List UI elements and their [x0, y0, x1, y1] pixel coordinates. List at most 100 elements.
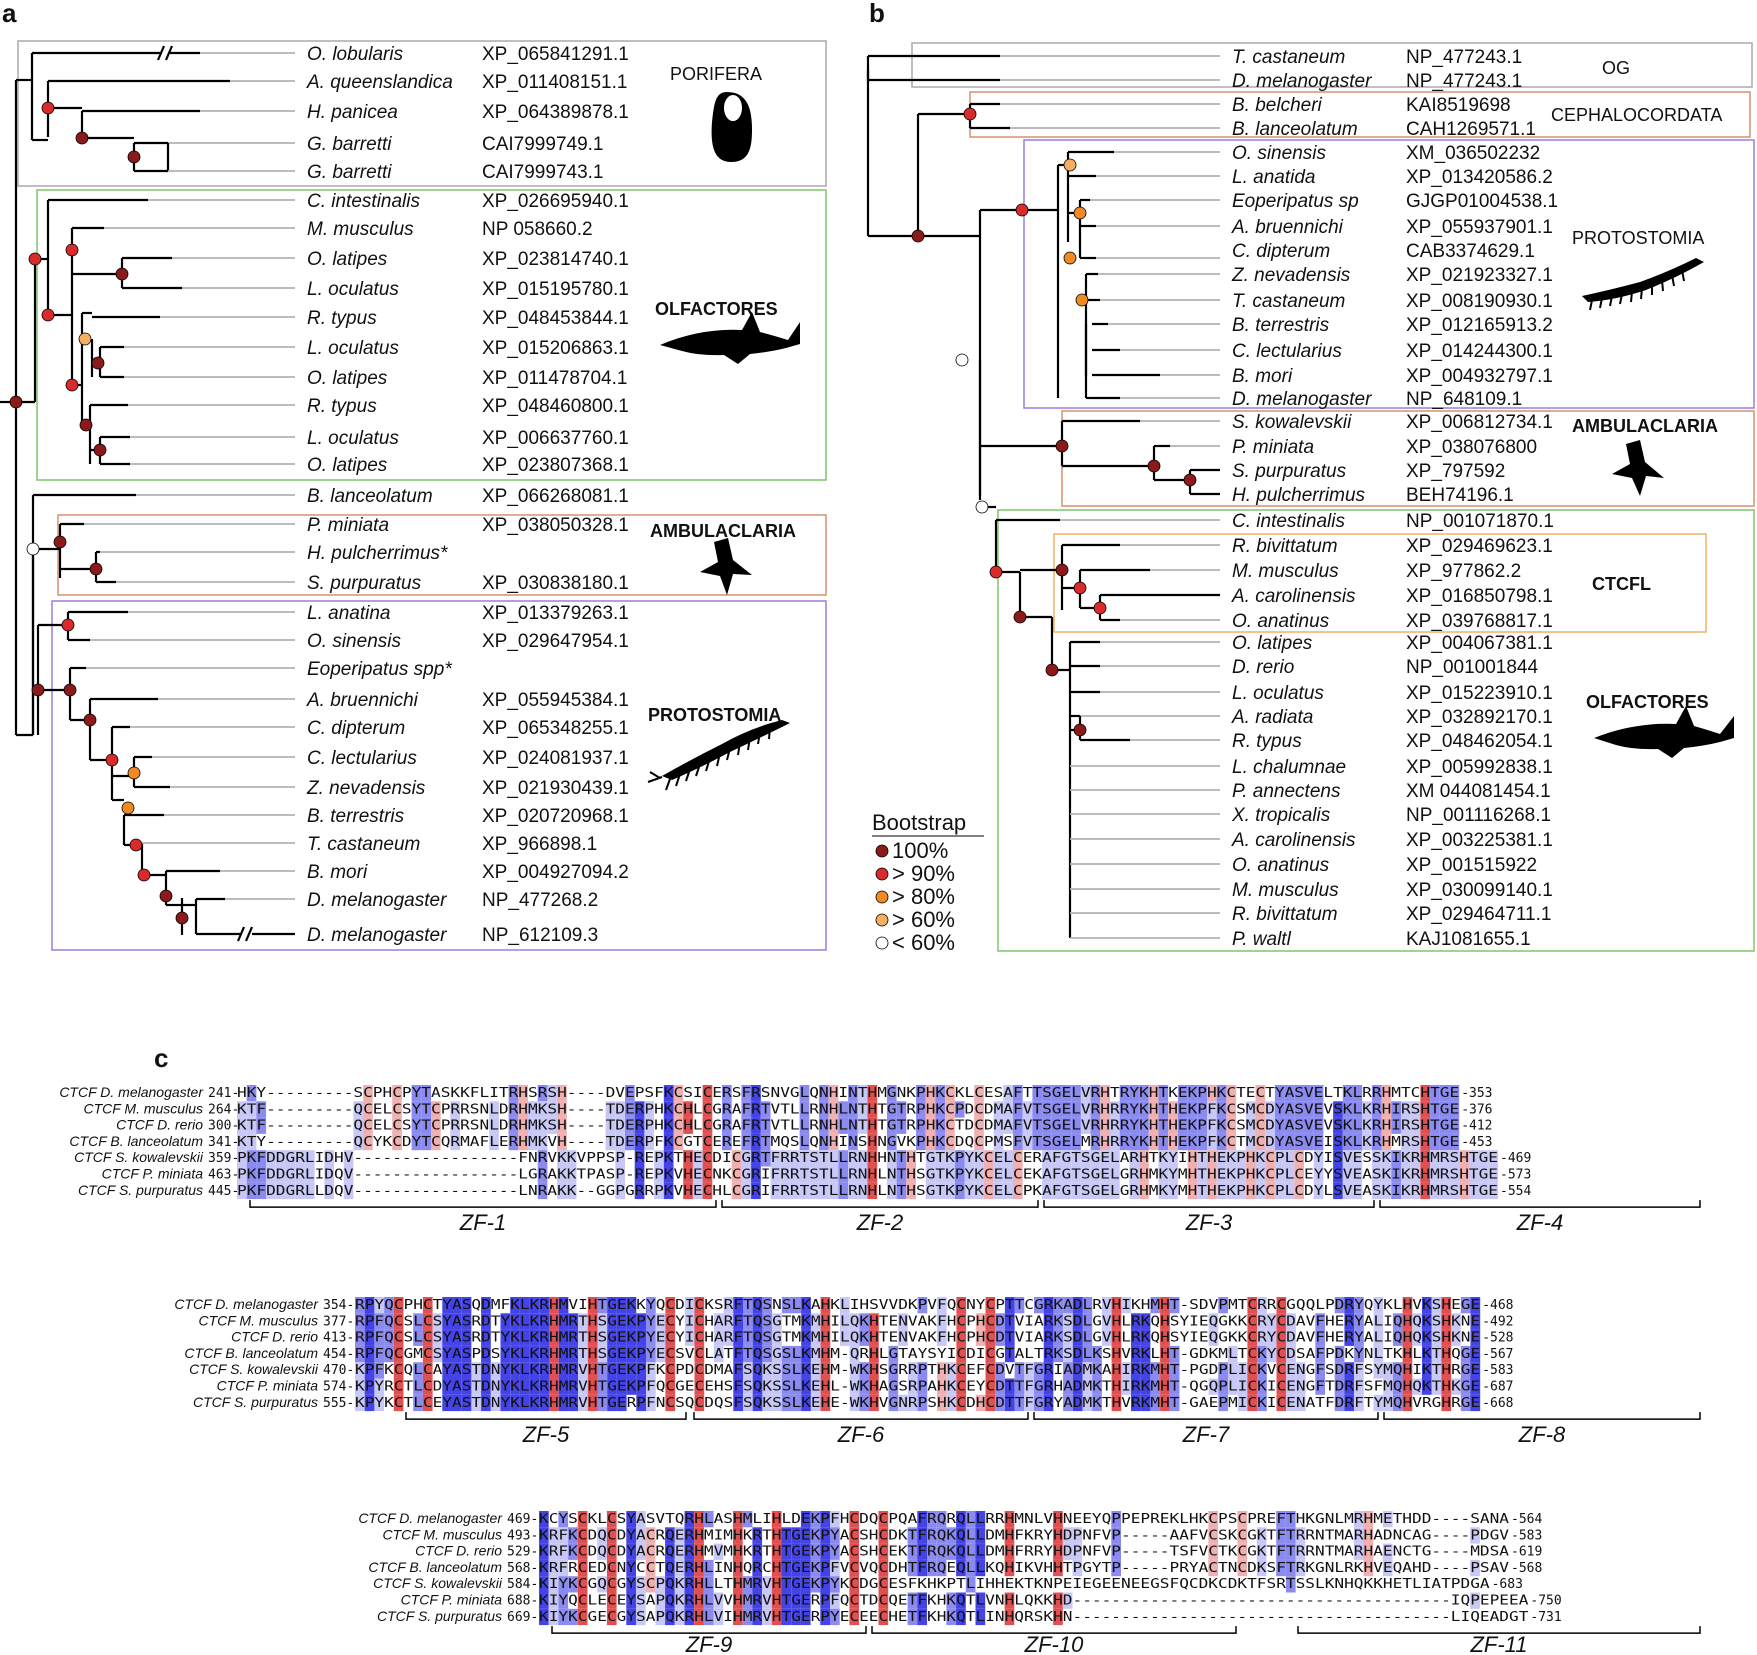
residue-highlight — [432, 1313, 443, 1330]
leaf-accession: XP_048460800.1 — [482, 396, 629, 417]
residue-highlight — [1294, 1085, 1304, 1102]
residue-highlight — [558, 1345, 569, 1363]
residue-highlight — [452, 1313, 462, 1330]
node-90 — [28, 252, 42, 266]
residue-highlight — [956, 1378, 967, 1395]
alignment-row-start: 584- — [507, 1577, 538, 1592]
residue-highlight — [665, 1345, 676, 1363]
residue-highlight — [246, 1133, 257, 1151]
leaf-taxon-b: B. lanceolatum — [1232, 119, 1358, 140]
residue-highlight — [965, 1543, 976, 1560]
residue-highlight — [762, 1608, 772, 1626]
leaf-taxon: P. miniata — [307, 515, 389, 536]
residue-highlight — [830, 1511, 840, 1528]
residue-highlight — [1402, 1394, 1413, 1412]
residue-highlight — [655, 1576, 666, 1593]
residue-highlight — [956, 1592, 966, 1609]
residue-highlight — [878, 1543, 889, 1560]
residue-highlight — [1003, 1182, 1013, 1200]
residue-highlight — [548, 1543, 559, 1560]
residue-highlight — [1284, 1085, 1295, 1102]
residue-highlight — [1294, 1133, 1304, 1151]
leaf-taxon: O. latipes — [307, 368, 388, 389]
residue-highlight — [1257, 1362, 1267, 1379]
residue-highlight — [1168, 1133, 1178, 1151]
residue-highlight — [663, 1101, 674, 1118]
residue-highlight — [975, 1511, 986, 1528]
residue-highlight — [917, 1559, 927, 1577]
residue-highlight — [275, 1182, 286, 1200]
residue-highlight — [1422, 1362, 1432, 1379]
residue-highlight — [1342, 1085, 1353, 1102]
node-80 — [1073, 206, 1087, 220]
residue-highlight — [762, 1329, 773, 1346]
residue-highlight — [1160, 1394, 1170, 1412]
residue-highlight — [1111, 1394, 1122, 1412]
residue-highlight — [1208, 1559, 1218, 1577]
residue-highlight — [547, 1117, 558, 1134]
residue-highlight — [1286, 1313, 1296, 1330]
residue-highlight — [558, 1511, 569, 1528]
residue-highlight — [703, 1592, 714, 1609]
residue-highlight — [461, 1345, 472, 1363]
residue-highlight — [607, 1378, 617, 1395]
alignment-row-sequence: RPYQCPHCTYASQDMFKLKRHMVIHTGEKKYQCDICKSRF… — [355, 1298, 1480, 1313]
residue-highlight — [886, 1166, 897, 1183]
residue-highlight — [1004, 1345, 1015, 1363]
residue-highlight — [752, 1559, 763, 1577]
residue-highlight — [1295, 1559, 1306, 1577]
residue-highlight — [917, 1394, 928, 1412]
residue-highlight — [935, 1166, 946, 1183]
residue-highlight — [665, 1543, 675, 1560]
residue-highlight — [587, 1378, 598, 1395]
residue-highlight — [896, 1101, 907, 1118]
leaf-accession-b: XM_036502232 — [1406, 143, 1540, 164]
residue-highlight — [411, 1133, 422, 1151]
leaf-taxon: G. barretti — [307, 162, 392, 183]
residue-highlight — [937, 1394, 947, 1412]
residue-highlight — [1342, 1150, 1353, 1167]
residue-highlight — [607, 1329, 617, 1346]
residue-highlight — [946, 1362, 957, 1379]
residue-highlight — [1410, 1133, 1421, 1151]
node-90 — [41, 308, 55, 322]
residue-highlight — [607, 1313, 617, 1330]
residue-highlight — [568, 1608, 578, 1626]
residue-highlight — [1352, 1085, 1363, 1102]
residue-highlight — [1014, 1378, 1025, 1395]
alignment-row-start: 377- — [323, 1314, 354, 1329]
leaf-taxon-b: M. musculus — [1232, 561, 1339, 582]
residue-highlight — [1431, 1297, 1442, 1314]
leaf-accession: XP_038050328.1 — [482, 515, 629, 536]
residue-highlight — [578, 1362, 588, 1379]
residue-highlight — [1255, 1182, 1266, 1200]
residue-highlight — [925, 1101, 936, 1118]
residue-highlight — [857, 1166, 868, 1183]
residue-highlight — [528, 1117, 538, 1134]
residue-highlight — [848, 1133, 858, 1151]
residue-highlight — [925, 1085, 936, 1102]
residue-highlight — [1276, 1559, 1286, 1577]
residue-highlight — [1150, 1378, 1161, 1395]
residue-highlight — [1216, 1133, 1227, 1151]
residue-highlight — [1334, 1297, 1345, 1314]
residue-highlight — [917, 1362, 928, 1379]
residue-highlight — [1333, 1101, 1343, 1118]
residue-highlight — [1410, 1166, 1421, 1183]
residue-highlight — [558, 1527, 569, 1544]
alignment-row-name: CTCF S. purpuratus — [78, 1182, 203, 1198]
residue-highlight — [539, 1527, 549, 1544]
zf-label: ZF-5 — [522, 1422, 570, 1447]
residue-highlight — [819, 1133, 829, 1151]
residue-highlight — [442, 1394, 452, 1412]
residue-highlight — [355, 1329, 365, 1346]
residue-highlight — [702, 1166, 713, 1183]
residue-highlight — [799, 1182, 810, 1200]
residue-highlight — [1362, 1133, 1372, 1151]
residue-highlight — [1003, 1117, 1013, 1134]
residue-highlight — [945, 1085, 955, 1102]
residue-highlight — [830, 1608, 840, 1626]
residue-highlight — [1449, 1182, 1460, 1200]
residue-highlight — [1022, 1101, 1033, 1118]
zf-label: ZF-7 — [1182, 1422, 1230, 1447]
